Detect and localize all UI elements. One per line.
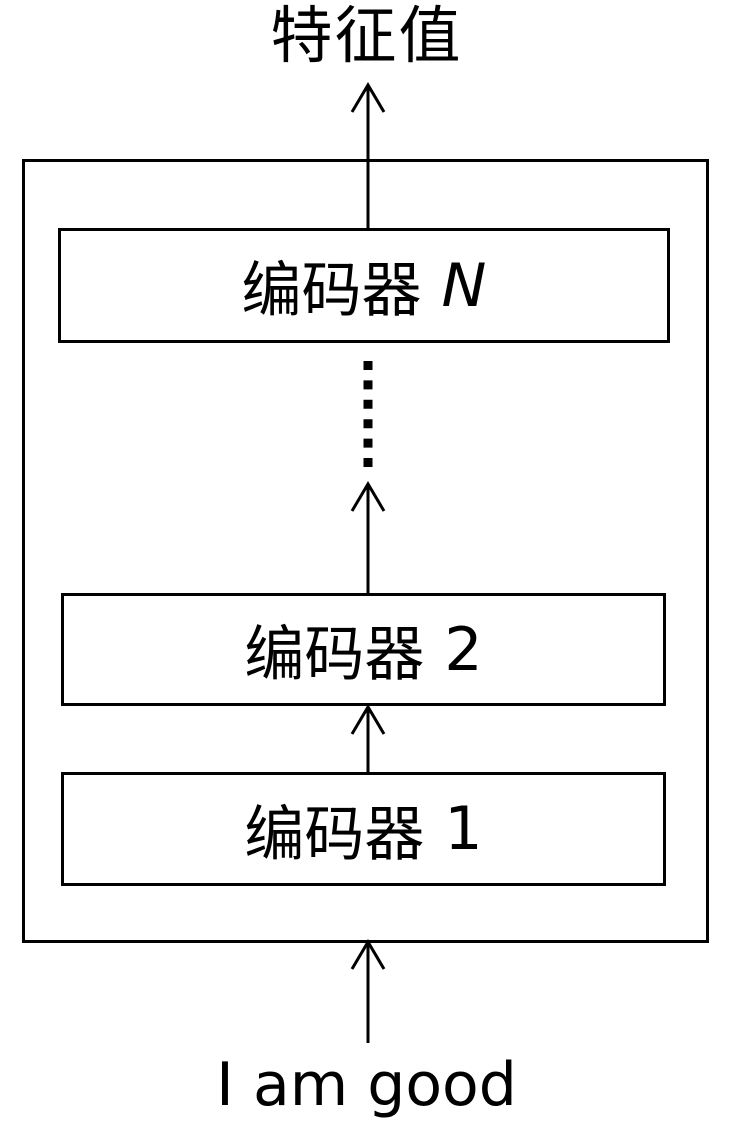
encoder-2-box: 编码器 2 [61, 593, 666, 706]
encoder-2-index: 2 [444, 614, 483, 685]
encoder-n-label: 编码器 [241, 256, 422, 326]
encoder-n-index: N [441, 250, 487, 321]
input-label: I am good [216, 1050, 517, 1120]
encoder-1-box: 编码器 1 [61, 772, 666, 886]
input-arrow-up-icon [350, 939, 386, 1043]
encoder-2-label: 编码器 [244, 620, 425, 690]
output-label: 特征值 [270, 0, 463, 72]
encoder-n-box: 编码器 N [58, 228, 670, 343]
encoder-1-label: 编码器 [244, 799, 425, 870]
encoder-1-index: 1 [444, 794, 483, 864]
